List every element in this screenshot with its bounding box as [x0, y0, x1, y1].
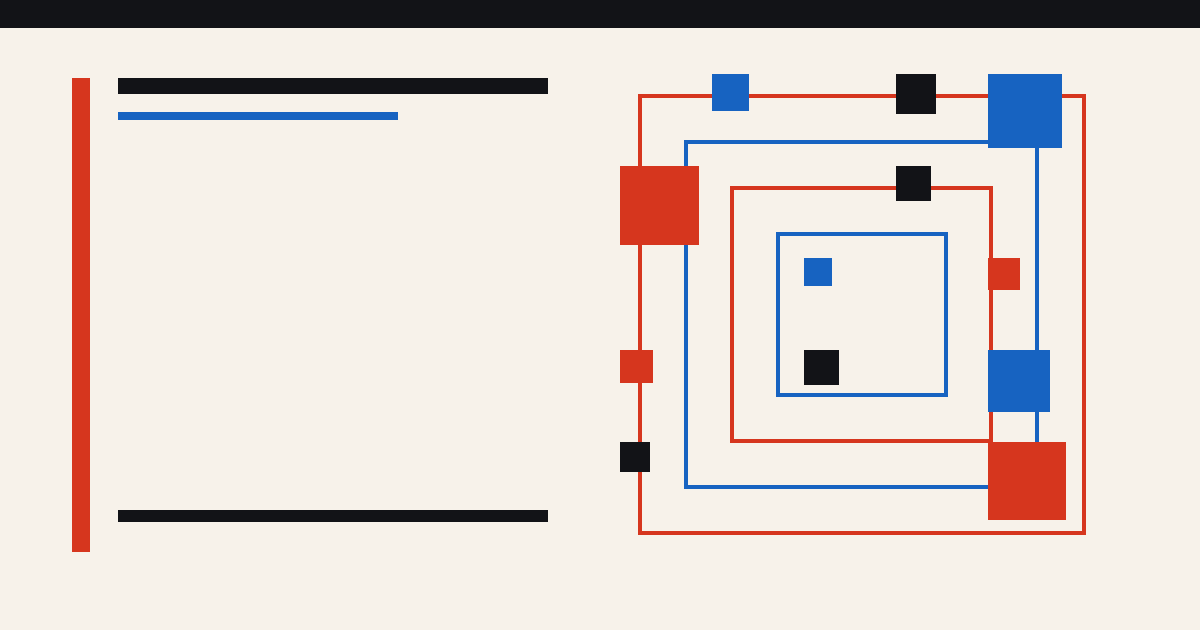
second-blue-frame: [684, 140, 1039, 489]
red-block-left-small: [620, 350, 653, 383]
red-block-left-large: [620, 166, 699, 245]
outer-red-frame: [638, 94, 1086, 535]
blue-block-right-mid: [988, 350, 1050, 412]
left-accent-bar: [72, 78, 90, 552]
black-block-upper-center: [896, 166, 931, 201]
red-block-right-small: [988, 258, 1020, 290]
title-placeholder-bar: [118, 78, 548, 94]
inner-blue-frame: [776, 232, 948, 397]
black-block-top-middle: [896, 74, 936, 114]
red-block-bottom-right: [988, 442, 1066, 520]
top-bar: [0, 0, 1200, 28]
blue-block-top-left: [712, 74, 749, 111]
blue-block-inner-small: [804, 258, 832, 286]
black-block-inner: [804, 350, 839, 385]
blue-block-top-right: [988, 74, 1062, 148]
third-red-frame: [730, 186, 993, 443]
footer-placeholder-bar: [118, 510, 548, 522]
subtitle-placeholder-bar: [118, 112, 398, 120]
black-block-left-low: [620, 442, 650, 472]
